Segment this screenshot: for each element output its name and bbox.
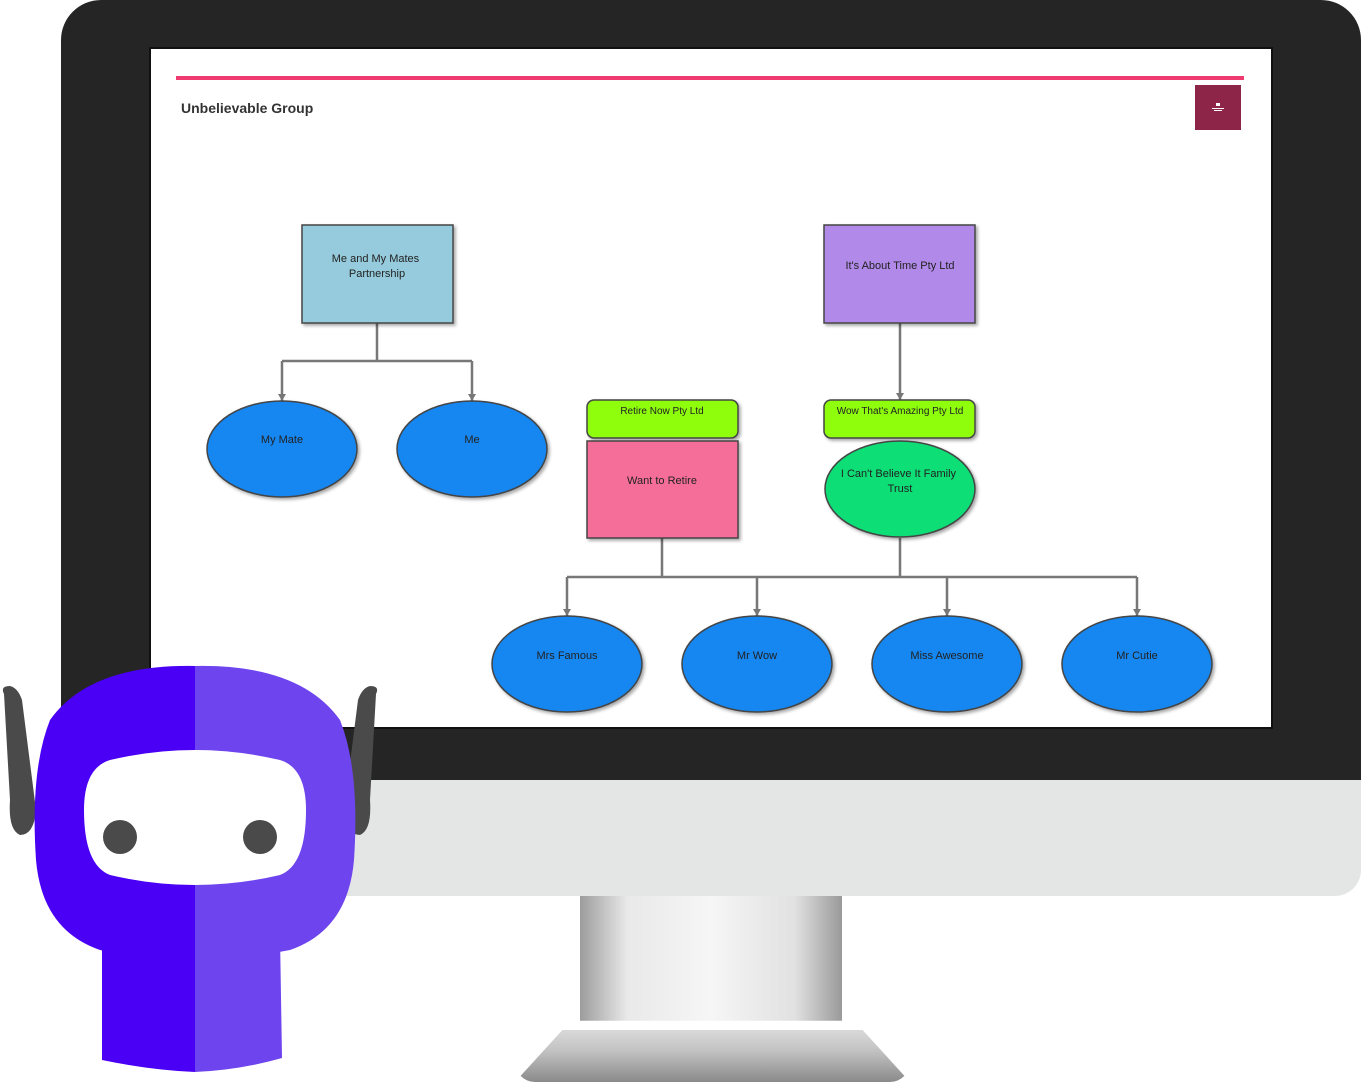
trustee-retire-node[interactable]: Retire Now Pty Ltd [586,399,739,439]
person-label: My Mate [261,434,303,446]
monitor-stand-base [515,1030,910,1082]
person-label: Me [464,434,479,446]
partnership-node[interactable]: Me and My Mates Partnership [301,224,454,324]
partnership-label-line-1: Me and My Mates [332,253,420,265]
person-node-miss-awesome[interactable]: Miss Awesome [871,615,1023,713]
person-node-mr-cutie[interactable]: Mr Cutie [1061,615,1213,713]
trustee-wow-label: Wow That's Amazing Pty Ltd [837,406,964,417]
company-node[interactable]: It's About Time Pty Ltd [823,224,976,324]
person-node-mr-wow[interactable]: Mr Wow [681,615,833,713]
trust-family-node[interactable]: I Can't Believe It Family Trust [824,440,976,538]
trustee-wow-node[interactable]: Wow That's Amazing Pty Ltd [823,399,976,439]
svg-text:Want to Retire: Want to Retire [627,475,697,487]
svg-text:Wow That's Amazing Pty Ltd: Wow That's Amazing Pty Ltd [837,406,964,417]
trust-retire-node[interactable]: Want to Retire [586,440,739,539]
person-label: Mr Wow [737,650,777,662]
header-accent-line [176,76,1244,80]
connector-beneficiaries [565,538,1139,616]
svg-text:Retire Now Pty Ltd: Retire Now Pty Ltd [620,406,703,417]
partnership-label-line-2: Partnership [349,268,405,280]
logo-icon [1212,102,1224,111]
svg-text:It's About Time Pty Ltd: It's About Time Pty Ltd [845,260,954,272]
person-label: Miss Awesome [910,650,983,662]
trust-retire-label: Want to Retire [627,475,697,487]
person-node-my-mate[interactable]: My Mate [206,400,358,498]
trust-family-label-line-1: I Can't Believe It Family [841,468,957,480]
person-node-me[interactable]: Me [396,400,548,498]
screen [149,47,1273,729]
connector-partnership [280,323,474,401]
monitor-stand-neck [580,896,842,1021]
robot-mascot-icon [2,665,378,1072]
connector-arrowheads [278,393,1141,616]
page-title: Unbelievable Group [181,100,314,116]
person-label: Mr Cutie [1116,650,1158,662]
brand-logo [1195,85,1241,130]
person-node-mrs-famous[interactable]: Mrs Famous [491,615,643,713]
connector-lines [280,323,1139,616]
svg-text:I Can't Believe It Family: I Can't Believe It Family Trust [841,468,959,495]
svg-text:Me and My Mates Partners: Me and My Mates Partnership [332,253,422,280]
trust-family-label-line-2: Trust [888,483,913,495]
trustee-retire-label: Retire Now Pty Ltd [620,406,703,417]
person-label: Mrs Famous [536,650,598,662]
company-label: It's About Time Pty Ltd [845,260,954,272]
